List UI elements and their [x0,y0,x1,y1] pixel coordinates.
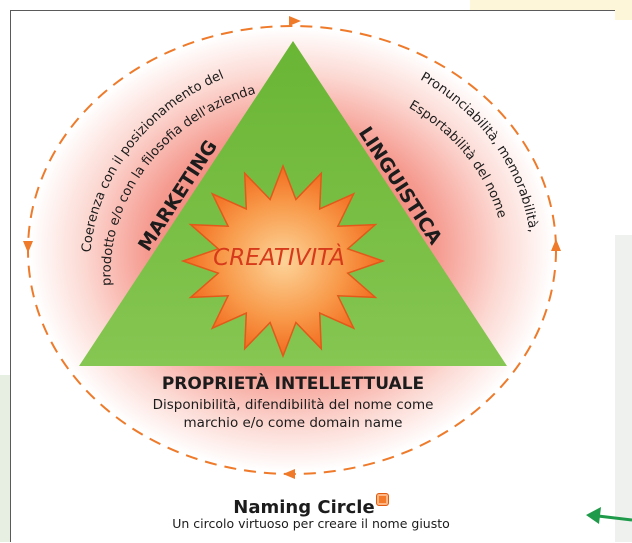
creativity-star [180,163,386,359]
cycle-arrowheads [23,16,561,479]
logo-badge-icon [375,493,389,506]
proprieta-desc-line1: Disponibilità, difendibilità del nome co… [153,397,434,413]
proprieta-heading: PROPRIETÀ INTELLETTUALE [162,372,424,394]
caption-title: Naming Circle [11,493,611,518]
center-label: CREATIVITÀ [213,243,345,271]
arrow-right-icon [551,239,561,251]
caption-subtitle: Un circolo virtuoso per creare il nome g… [172,516,450,531]
arrow-bottom-icon [283,469,295,479]
arrow-left-icon [23,241,33,253]
arrow-top-icon [289,16,301,26]
naming-circle-card: CREATIVITÀ MARKETING LINGUISTICA Coerenz… [10,10,615,542]
caption-title-text: Naming Circle [233,497,375,518]
naming-circle-diagram: CREATIVITÀ MARKETING LINGUISTICA Coerenz… [23,16,561,479]
proprieta-desc-line2: marchio e/o come domain name [184,415,403,431]
